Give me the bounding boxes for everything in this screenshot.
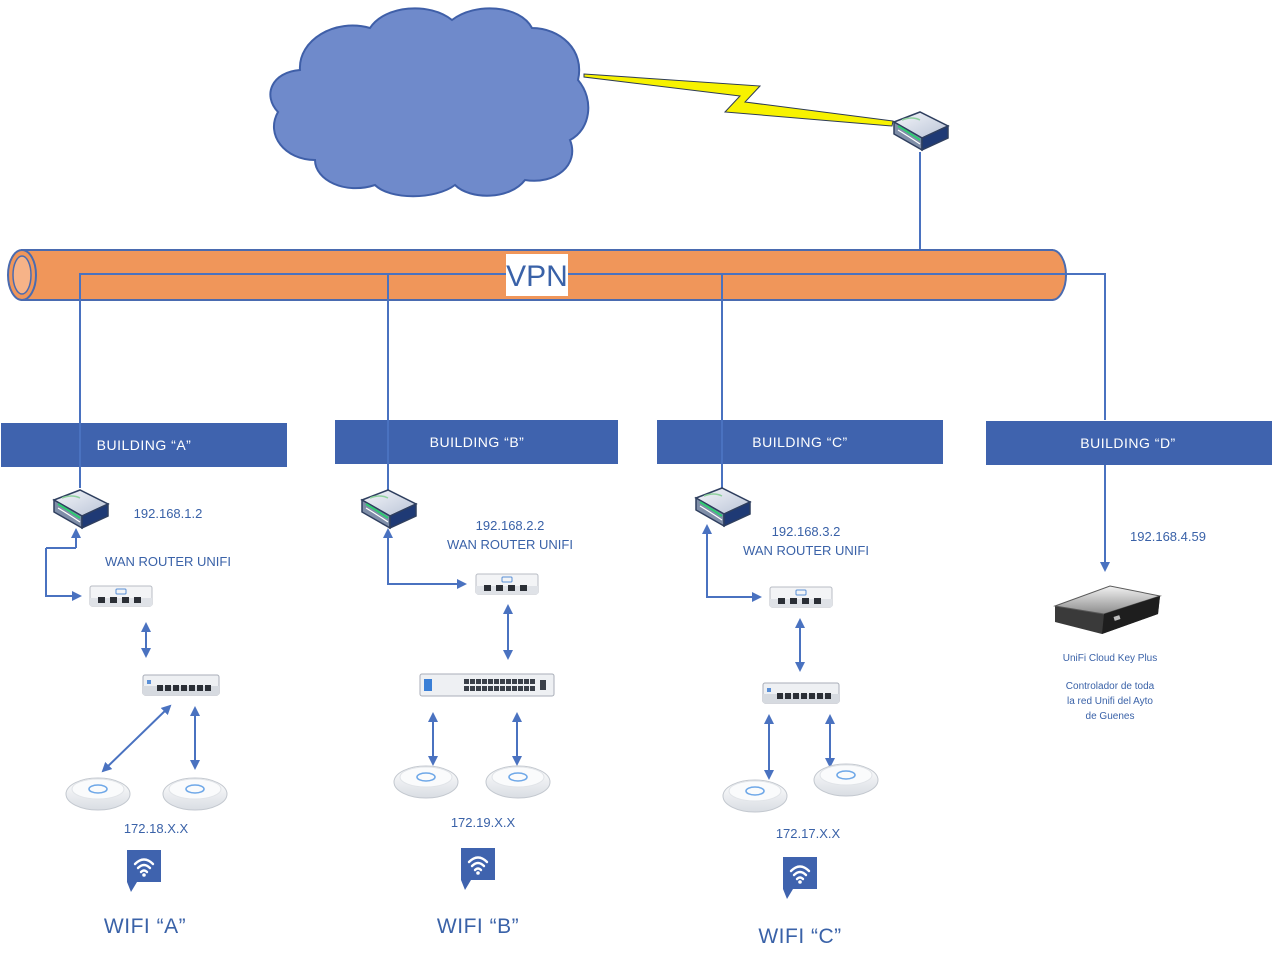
internet-cloud-icon — [269, 7, 590, 198]
building-c-wifi-label: WIFI “C” — [758, 925, 841, 948]
building-c-switch-icon — [762, 682, 840, 704]
vpn-label-box — [506, 254, 568, 296]
building-b-switch-icon — [419, 673, 555, 697]
building-c-ap1-icon — [722, 779, 788, 813]
building-b-ip: 192.168.2.2 — [476, 518, 545, 533]
building-c-label: BUILDING “C” — [752, 434, 847, 450]
building-a-ap1-icon — [65, 777, 131, 811]
building-c-ip: 192.168.3.2 — [772, 524, 841, 539]
building-b-ap2-icon — [485, 765, 551, 799]
building-d-device-name: UniFi Cloud Key Plus — [1063, 653, 1157, 664]
building-a-switch-icon — [142, 674, 220, 696]
building-b-label: BUILDING “B” — [430, 434, 525, 450]
building-a-wifi-icon — [125, 848, 163, 894]
building-a-subnet: 172.18.X.X — [124, 821, 189, 836]
building-c-ap2-icon — [813, 763, 879, 797]
building-b-ap1-icon — [393, 765, 459, 799]
building-d-ip: 192.168.4.59 — [1130, 529, 1206, 544]
building-c-banner — [657, 420, 943, 464]
building-a-router-label: WAN ROUTER UNIFI — [105, 554, 231, 569]
building-b-banner — [335, 420, 618, 464]
building-c-router-label: WAN ROUTER UNIFI — [743, 543, 869, 558]
building-d-device-desc-line-1: Controlador de toda — [1066, 681, 1155, 692]
building-c-subnet: 172.17.X.X — [776, 826, 841, 841]
building-a-ip: 192.168.1.2 — [134, 506, 203, 521]
vpn-label: VPN — [506, 260, 568, 293]
building-a-wifi-label: WIFI “A” — [104, 915, 186, 938]
building-a-label: BUILDING “A” — [97, 437, 192, 453]
building-d-banner — [986, 421, 1272, 465]
building-b-wifi-label: WIFI “B” — [437, 915, 519, 938]
building-c-gateway-icon — [769, 586, 833, 608]
wan-router-icon — [893, 111, 949, 151]
building-d-device-desc-line-2: la red Unifi del Ayto — [1067, 696, 1153, 707]
building-b-wifi-icon — [459, 846, 497, 892]
building-b-gateway-icon — [475, 573, 539, 595]
building-c-wifi-icon — [781, 855, 819, 901]
building-d-device-desc-line-3: de Guenes — [1086, 711, 1135, 722]
building-b-router-icon — [361, 489, 417, 529]
cloud-key-device-icon — [1053, 585, 1162, 634]
building-c-router-icon — [695, 487, 751, 527]
building-b-router-label: WAN ROUTER UNIFI — [447, 537, 573, 552]
building-d-label: BUILDING “D” — [1080, 435, 1175, 451]
building-a-ap2-icon — [162, 777, 228, 811]
building-a-banner — [1, 423, 287, 467]
building-b-subnet: 172.19.X.X — [451, 815, 516, 830]
wan-link-bolt-icon — [583, 73, 894, 127]
building-a-router-icon — [53, 489, 109, 529]
building-a-gateway-icon — [89, 585, 153, 607]
